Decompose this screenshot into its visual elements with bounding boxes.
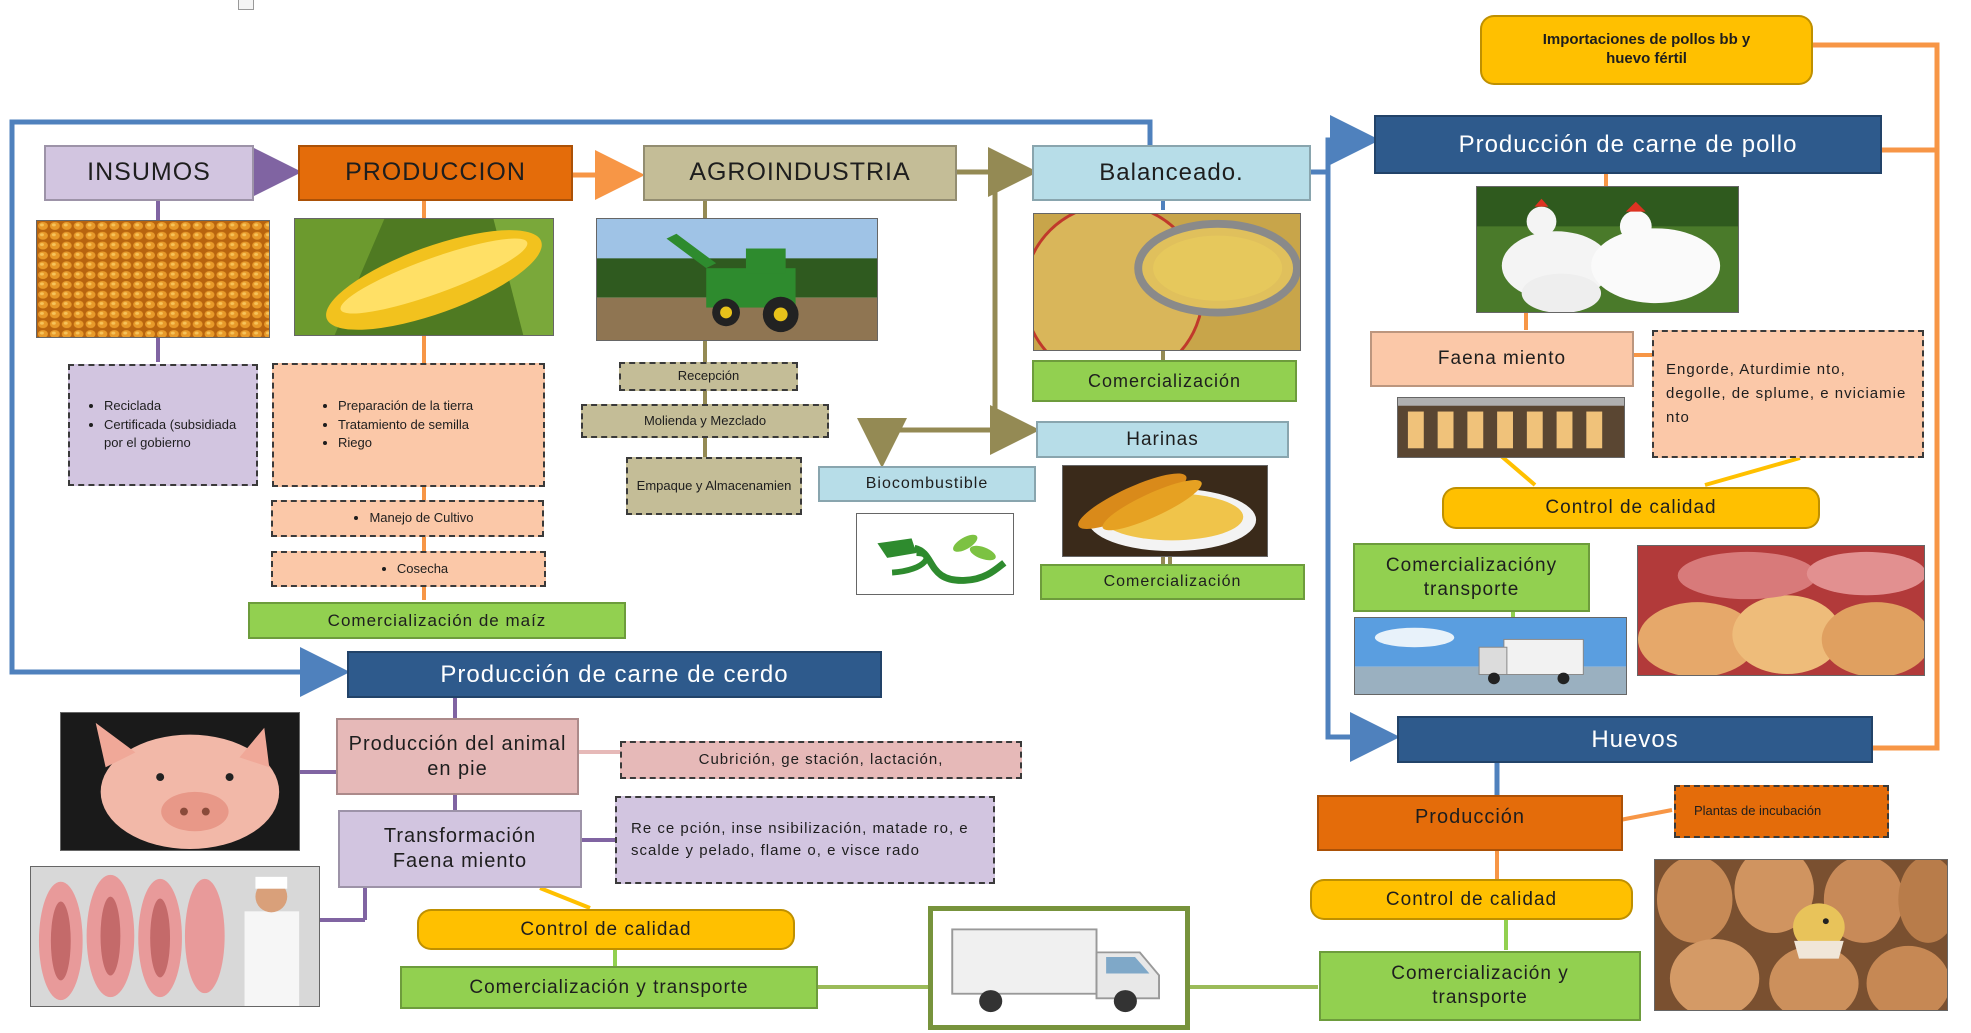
biocombustible-header: Biocombustible (818, 466, 1036, 502)
insumos-list: Reciclada Certificada (subsidiada por el… (68, 364, 258, 486)
pollo-faenamiento-box: Faena miento (1370, 331, 1634, 387)
produccion-item: Riego (338, 434, 543, 453)
huevos-header: Huevos (1397, 716, 1873, 763)
balanceado-comercializacion-box: Comercialización (1032, 360, 1297, 402)
huevos-control-calidad-box: Control de calidad (1310, 879, 1633, 920)
plantas-incubacion-box: Plantas de incubación (1674, 785, 1889, 838)
insumos-header: INSUMOS (44, 145, 254, 201)
recepcion-box: Recepción (619, 362, 798, 391)
produccion-list: Preparación de la tierra Tratamiento de … (272, 363, 545, 487)
produccion-item: Tratamiento de semilla (338, 416, 543, 435)
pollo-header: Producción de carne de pollo (1374, 115, 1882, 174)
feed-sieve-photo (1033, 213, 1301, 351)
empaque-box: Empaque y Almacenamien (626, 457, 802, 515)
huevos-comercializacion-box: Comercialización y transporte (1319, 951, 1641, 1021)
pollo-faena-detalle-text: Engorde, Aturdimie nto, degolle, de splu… (1666, 361, 1907, 426)
molienda-box: Molienda y Mezclado (581, 404, 829, 438)
comercializacion-maiz-box: Comercialización de maíz (248, 602, 626, 639)
harinas-header: Harinas (1036, 421, 1289, 458)
cerdo-transformacion-box: Transformación Faena miento (338, 810, 582, 888)
pollo-faena-detalle-box: Engorde, Aturdimie nto, degolle, de splu… (1652, 330, 1924, 458)
cosecha-box: Cosecha (271, 551, 546, 587)
ruler-marker (238, 0, 254, 10)
cerdo-animal-detalle-box: Cubrición, ge stación, lactación, (620, 741, 1022, 779)
cerdo-comercializacion-box: Comercialización y transporte (400, 966, 818, 1009)
chickens-photo (1476, 186, 1739, 313)
pollo-control-calidad-box: Control de calidad (1442, 487, 1820, 529)
cosecha-label: Cosecha (397, 560, 448, 579)
balanceado-header: Balanceado. (1032, 145, 1311, 201)
delivery-truck-photo (928, 906, 1190, 1030)
eggs-chick-photo (1654, 859, 1948, 1011)
manejo-cultivo-box: Manejo de Cultivo (271, 500, 544, 537)
cerdo-control-calidad-box: Control de calidad (417, 909, 795, 950)
corn-flour-photo (1062, 465, 1268, 557)
importaciones-box: Importaciones de pollos bb y huevo férti… (1480, 15, 1813, 85)
insumos-item: Certificada (subsidiada por el gobierno (104, 416, 256, 454)
cerdo-animal-box: Producción del animal en pie (336, 718, 579, 795)
insumos-item: Reciclada (104, 397, 256, 416)
pig-photo (60, 712, 300, 851)
pork-carcass-photo (30, 866, 320, 1007)
cerdo-transformacion-detalle-box: Re ce pción, inse nsibilización, matade … (615, 796, 995, 884)
agroindustria-header: AGROINDUSTRIA (643, 145, 957, 201)
corn-cob-photo (294, 218, 554, 336)
harinas-comercializacion-box: Comercialización (1040, 564, 1305, 600)
cerdo-header: Producción de carne de cerdo (347, 651, 882, 698)
produccion-header: PRODUCCION (298, 145, 573, 201)
pollo-comercializacion-box: Comercializacióny transporte (1353, 543, 1590, 612)
fuel-nozzle-icon (856, 513, 1014, 595)
manejo-cultivo-label: Manejo de Cultivo (369, 509, 473, 528)
packaged-chicken-photo (1637, 545, 1925, 676)
corn-kernels-photo (36, 220, 270, 338)
huevos-produccion-box: Producción (1317, 795, 1623, 851)
truck-photo (1354, 617, 1627, 695)
harvester-photo (596, 218, 878, 341)
poultry-line-photo (1397, 397, 1625, 458)
produccion-item: Preparación de la tierra (338, 397, 543, 416)
